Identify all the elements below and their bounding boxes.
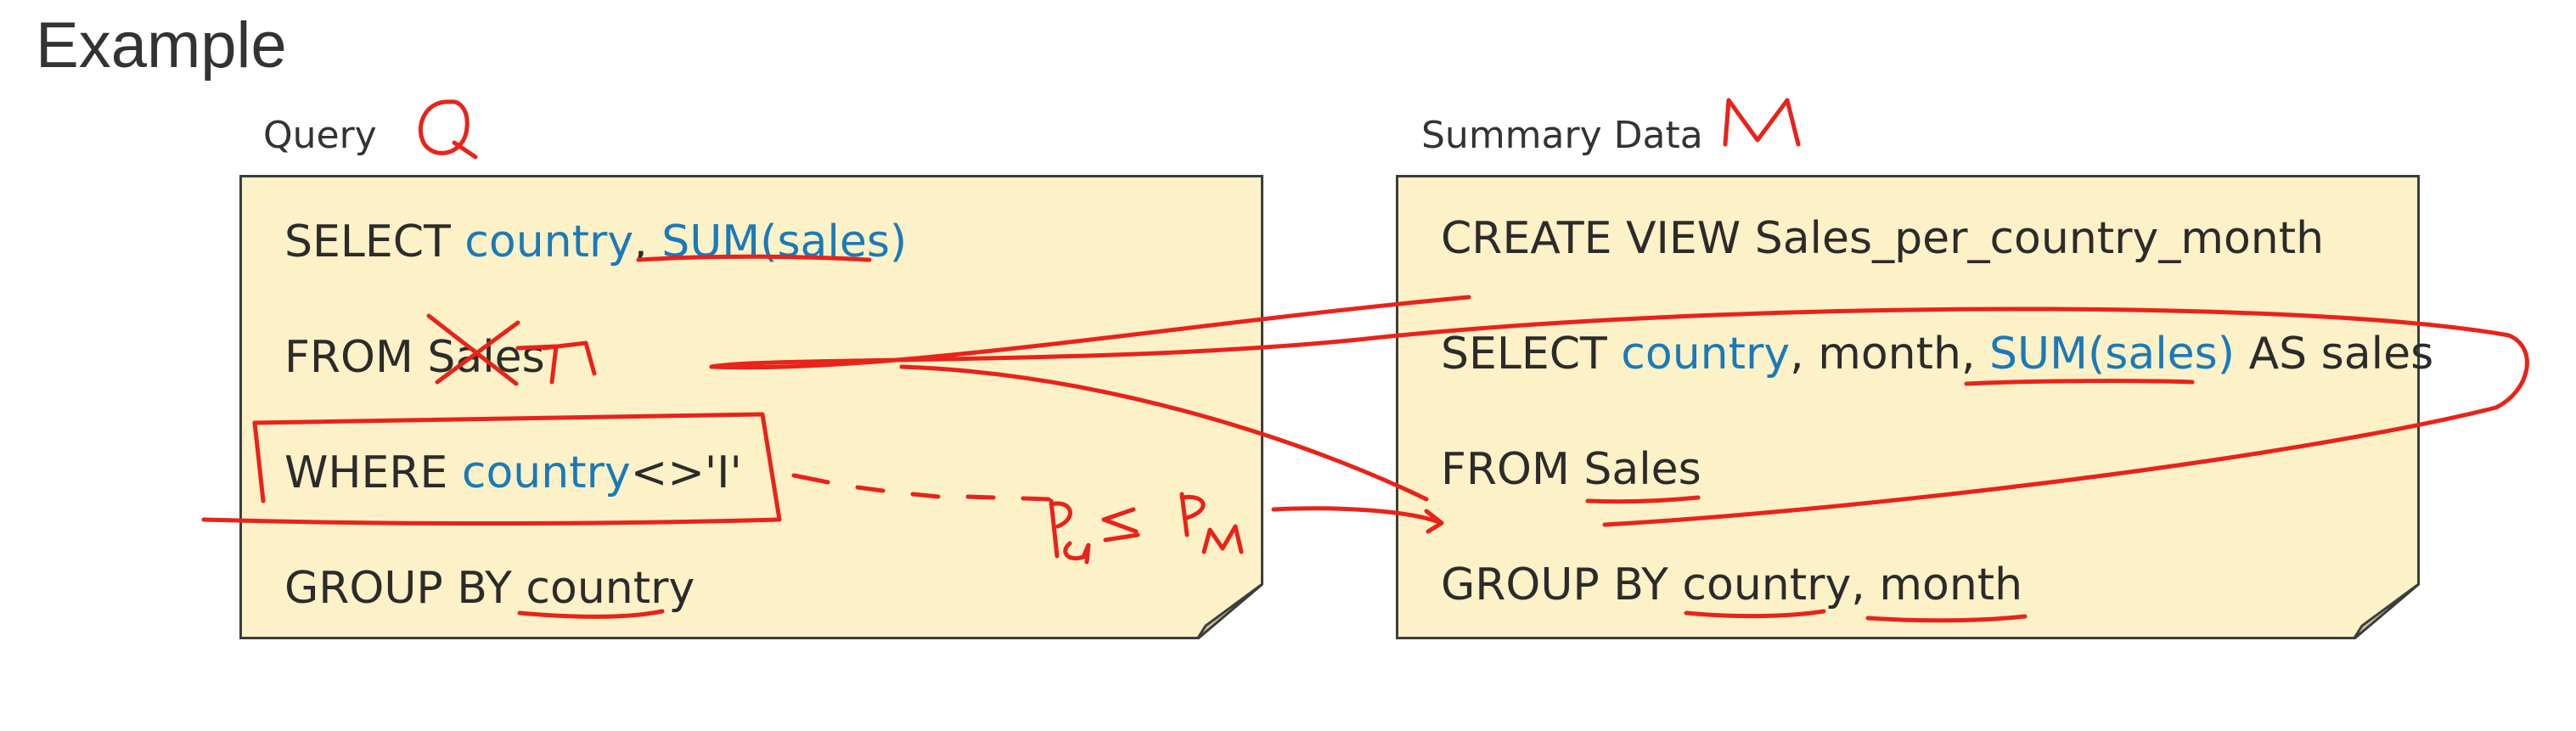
code-identifier: country — [461, 447, 631, 498]
code-keyword: GROUP BY country, month — [1441, 559, 2023, 610]
code-keyword: SELECT — [284, 216, 465, 267]
code-keyword: AS sales — [2235, 329, 2434, 380]
summary-line-from: FROM Sales — [1441, 447, 1701, 492]
query-line-where: WHERE country<>'I' — [284, 451, 742, 495]
query-line-select: SELECT country, SUM(sales) — [284, 220, 907, 264]
summary-line-create-view: CREATE VIEW Sales_per_country_month — [1441, 216, 2324, 261]
relation-p-m — [1179, 492, 1206, 537]
handwritten-q-mark — [419, 99, 478, 160]
code-keyword: CREATE VIEW Sales_per_country_month — [1441, 213, 2325, 264]
slide-title: Example — [36, 9, 287, 82]
code-keyword: SELECT — [1441, 329, 1622, 380]
summary-label: Summary Data — [1421, 114, 1703, 157]
summary-line-select: SELECT country, month, SUM(sales) AS sal… — [1441, 332, 2433, 376]
page-fold-icon — [1197, 583, 1263, 639]
page-fold-icon — [2354, 583, 2420, 639]
summary-line-group-by: GROUP BY country, month — [1441, 563, 2022, 607]
relation-arrow — [1271, 506, 1444, 534]
query-line-group-by: GROUP BY country — [284, 566, 695, 610]
from-link-curve — [899, 364, 1429, 502]
summary-loop — [709, 295, 2529, 527]
code-identifier: country — [1621, 329, 1791, 380]
code-identifier: SUM(sales) — [1989, 329, 2236, 380]
code-keyword: FROM Sales — [1441, 444, 1701, 495]
query-note: SELECT country, SUM(sales) FROM Sales WH… — [239, 175, 1263, 639]
code-identifier: country — [464, 216, 634, 267]
code-keyword: , month, — [1790, 329, 1990, 380]
where-clause-box — [201, 412, 782, 526]
relation-p-q — [1049, 498, 1072, 559]
code-keyword: GROUP BY country — [284, 563, 695, 614]
code-keyword: <>'I' — [630, 447, 742, 498]
query-label: Query — [263, 114, 377, 157]
handwritten-m-mark — [1723, 98, 1801, 147]
code-keyword: WHERE — [284, 447, 462, 498]
relation-le-sign — [1101, 507, 1140, 543]
code-keyword: , — [633, 216, 662, 267]
summary-note: CREATE VIEW Sales_per_country_month SELE… — [1396, 175, 2433, 639]
